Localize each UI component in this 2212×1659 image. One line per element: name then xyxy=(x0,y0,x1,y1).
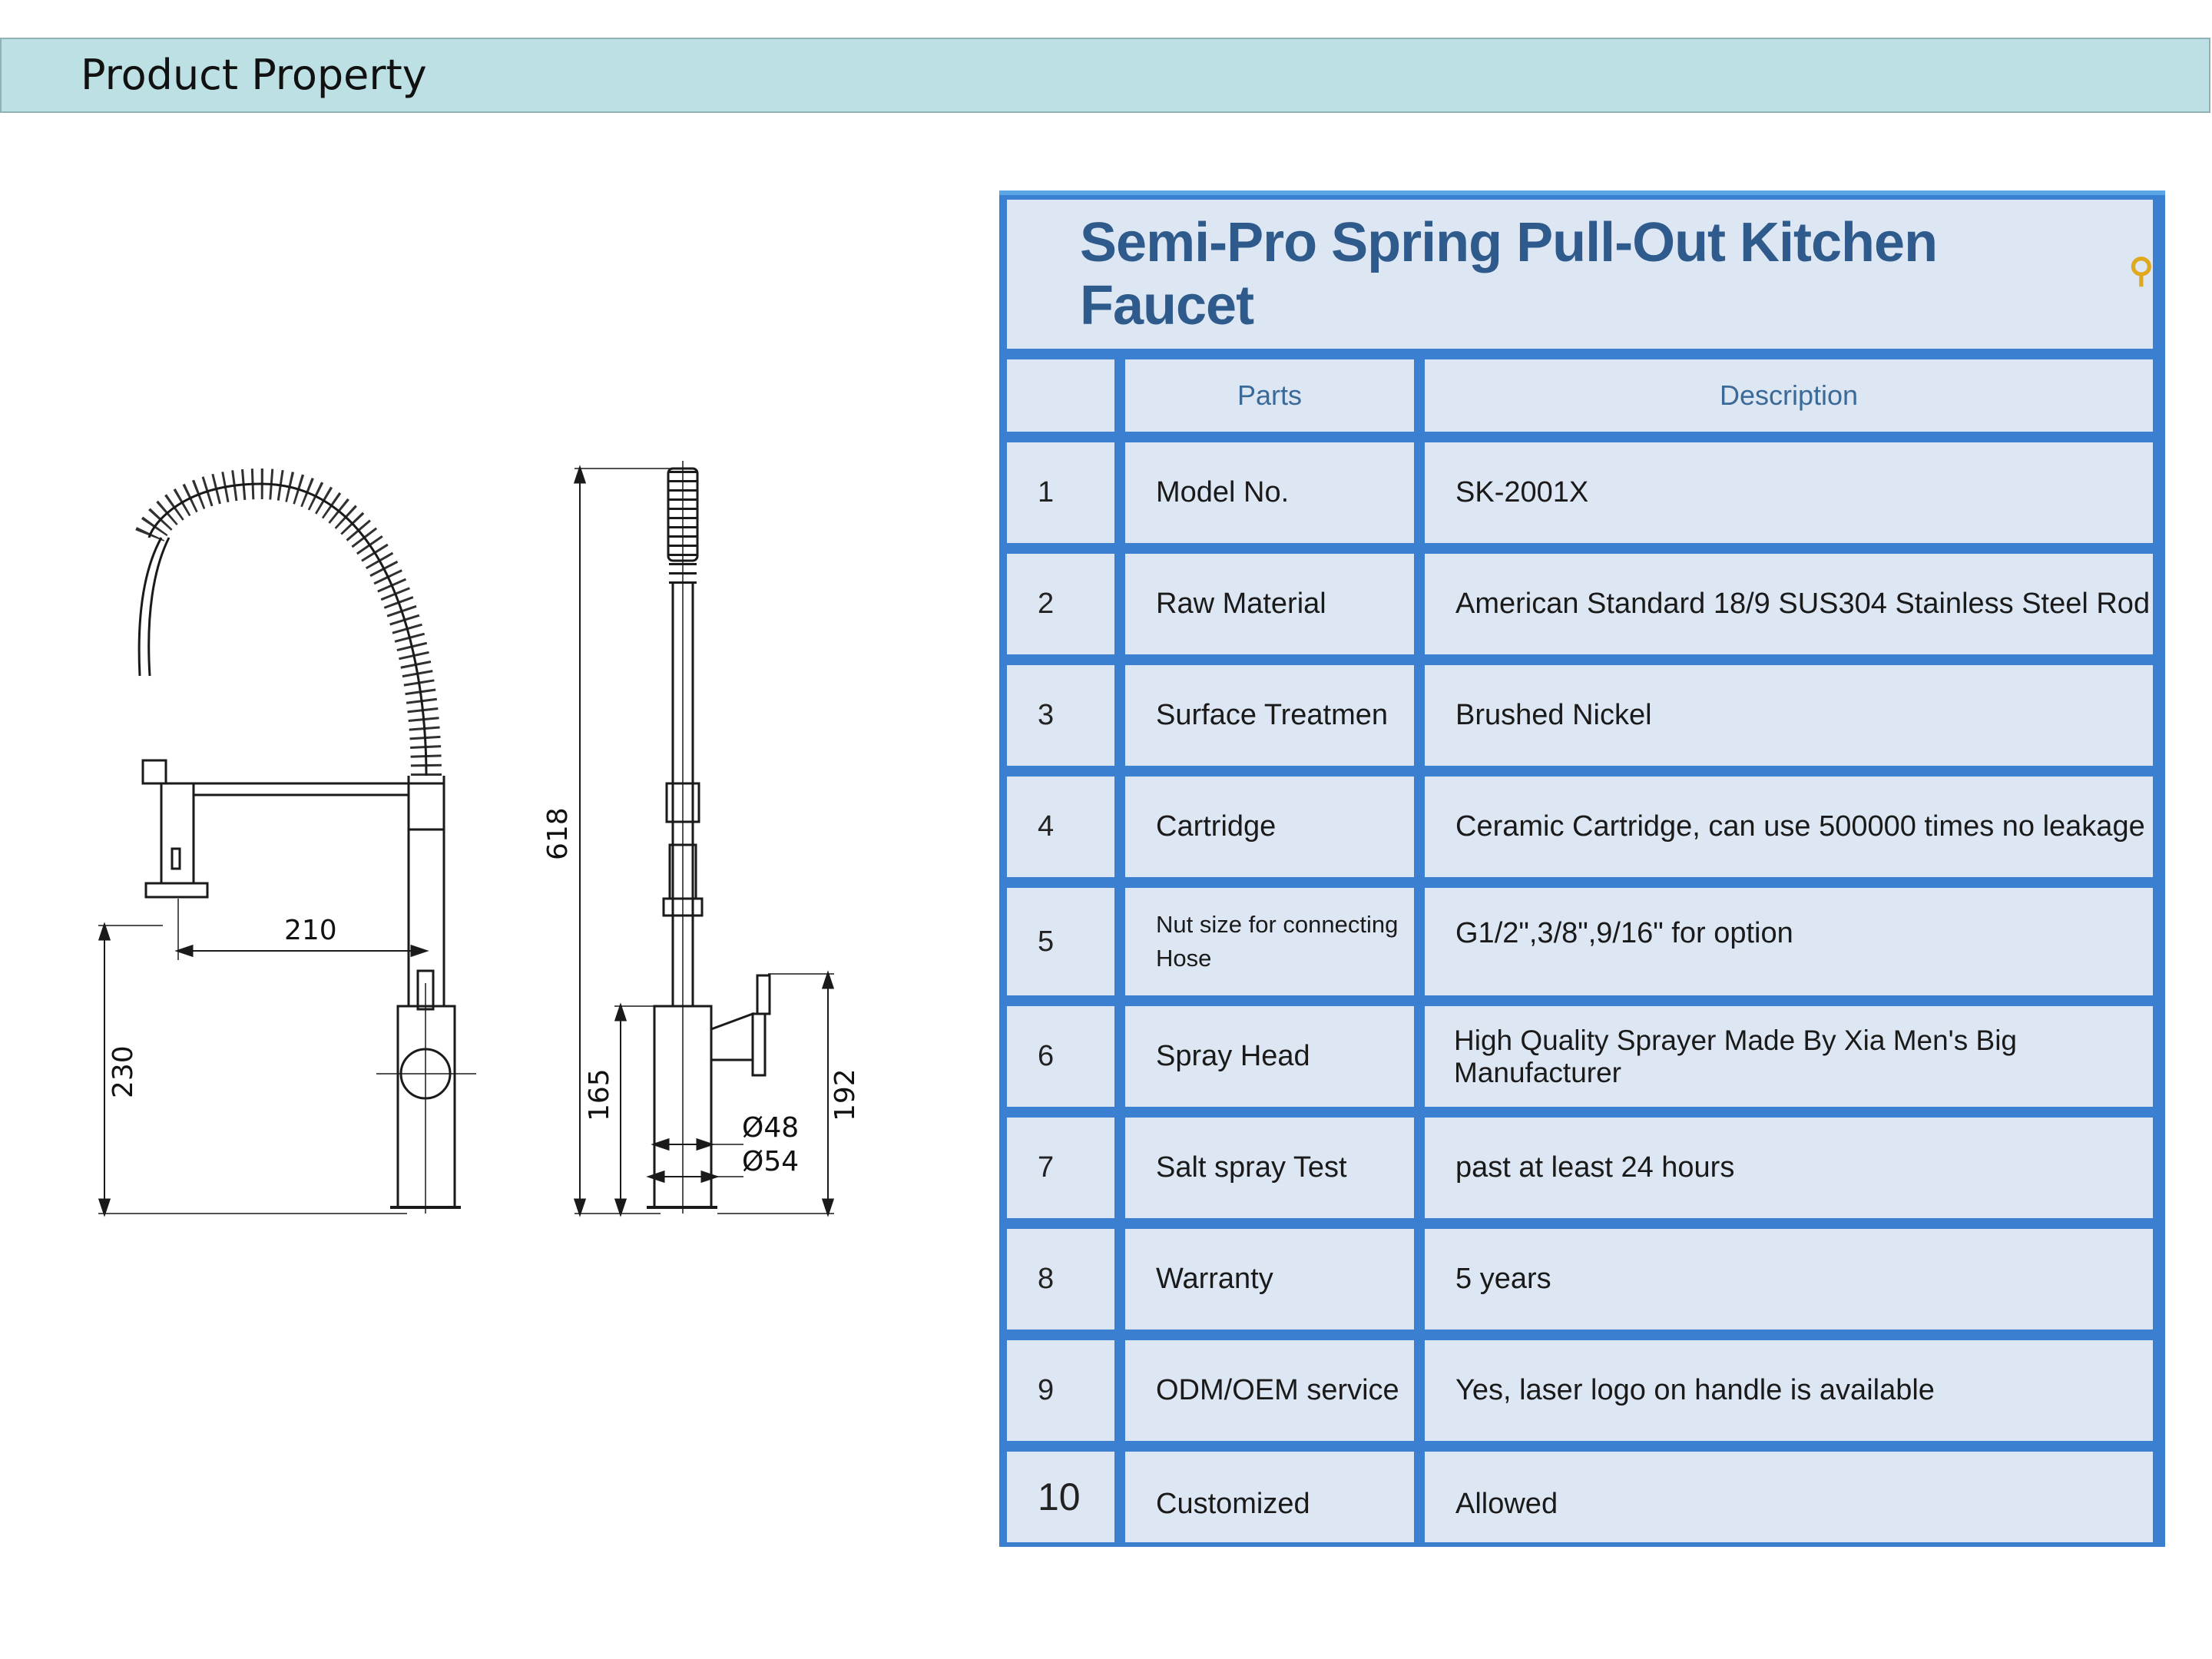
row-description: Brushed Nickel xyxy=(1425,665,2153,766)
dim-230: 230 xyxy=(108,1045,139,1098)
row-number: 9 xyxy=(1007,1340,1114,1441)
row-part: Raw Material xyxy=(1125,554,1414,654)
row-number: 7 xyxy=(1007,1118,1114,1218)
row-description: past at least 24 hours xyxy=(1425,1118,2153,1218)
row-number: 3 xyxy=(1007,665,1114,766)
row-description: Yes, laser logo on handle is available xyxy=(1425,1340,2153,1441)
front-view: 210 230 xyxy=(98,468,476,1217)
row-part: Warranty xyxy=(1125,1229,1414,1330)
row-number: 6 xyxy=(1007,1006,1114,1107)
row-number: 2 xyxy=(1007,554,1114,654)
row-number: 1 xyxy=(1007,442,1114,543)
side-view: 618 165 192 Ø48 Ø54 xyxy=(542,461,861,1217)
table-title: Semi-Pro Spring Pull-Out Kitchen Faucet xyxy=(1080,212,1938,336)
row-description: 5 years xyxy=(1425,1229,2153,1330)
spec-table: Semi-Pro Spring Pull-Out Kitchen Faucet … xyxy=(999,190,2165,1547)
header-parts: Parts xyxy=(1125,359,1414,432)
row-part: Surface Treatmen xyxy=(1125,665,1414,766)
row-number: 10 xyxy=(1007,1452,1114,1542)
faucet-icon: ⚲ xyxy=(2128,251,2154,290)
faucet-technical-drawing: 210 230 xyxy=(77,445,906,1229)
dim-192: 192 xyxy=(830,1068,861,1121)
header-description: Description xyxy=(1425,359,2153,432)
row-description: Allowed xyxy=(1425,1452,2153,1542)
row-part: Salt spray Test xyxy=(1125,1118,1414,1218)
row-part: Spray Head xyxy=(1125,1006,1414,1107)
row-part: Cartridge xyxy=(1125,777,1414,877)
header-bar: Product Property xyxy=(0,38,2210,113)
row-description: Ceramic Cartridge, can use 500000 times … xyxy=(1425,777,2153,877)
row-part: ODM/OEM service xyxy=(1125,1340,1414,1441)
dim-618: 618 xyxy=(542,807,574,860)
row-number: 5 xyxy=(1007,888,1114,995)
dim-d54: Ø54 xyxy=(742,1146,799,1177)
row-description: G1/2",3/8",9/16" for option xyxy=(1425,888,2153,995)
header-no xyxy=(1007,359,1114,432)
page-title: Product Property xyxy=(81,51,427,99)
row-part: Model No. xyxy=(1125,442,1414,543)
table-title-cell: Semi-Pro Spring Pull-Out Kitchen Faucet … xyxy=(1007,200,2154,349)
dim-210: 210 xyxy=(284,915,337,946)
row-description: SK-2001X xyxy=(1425,442,2153,543)
row-number: 4 xyxy=(1007,777,1114,877)
row-description: American Standard 18/9 SUS304 Stainless … xyxy=(1425,554,2153,654)
row-part: Customized xyxy=(1125,1452,1414,1542)
row-number: 8 xyxy=(1007,1229,1114,1330)
row-part: Nut size for connecting Hose xyxy=(1125,888,1414,995)
dim-d48: Ø48 xyxy=(742,1112,799,1144)
row-description: High Quality Sprayer Made By Xia Men's B… xyxy=(1425,1006,2153,1107)
dim-165: 165 xyxy=(584,1068,615,1121)
